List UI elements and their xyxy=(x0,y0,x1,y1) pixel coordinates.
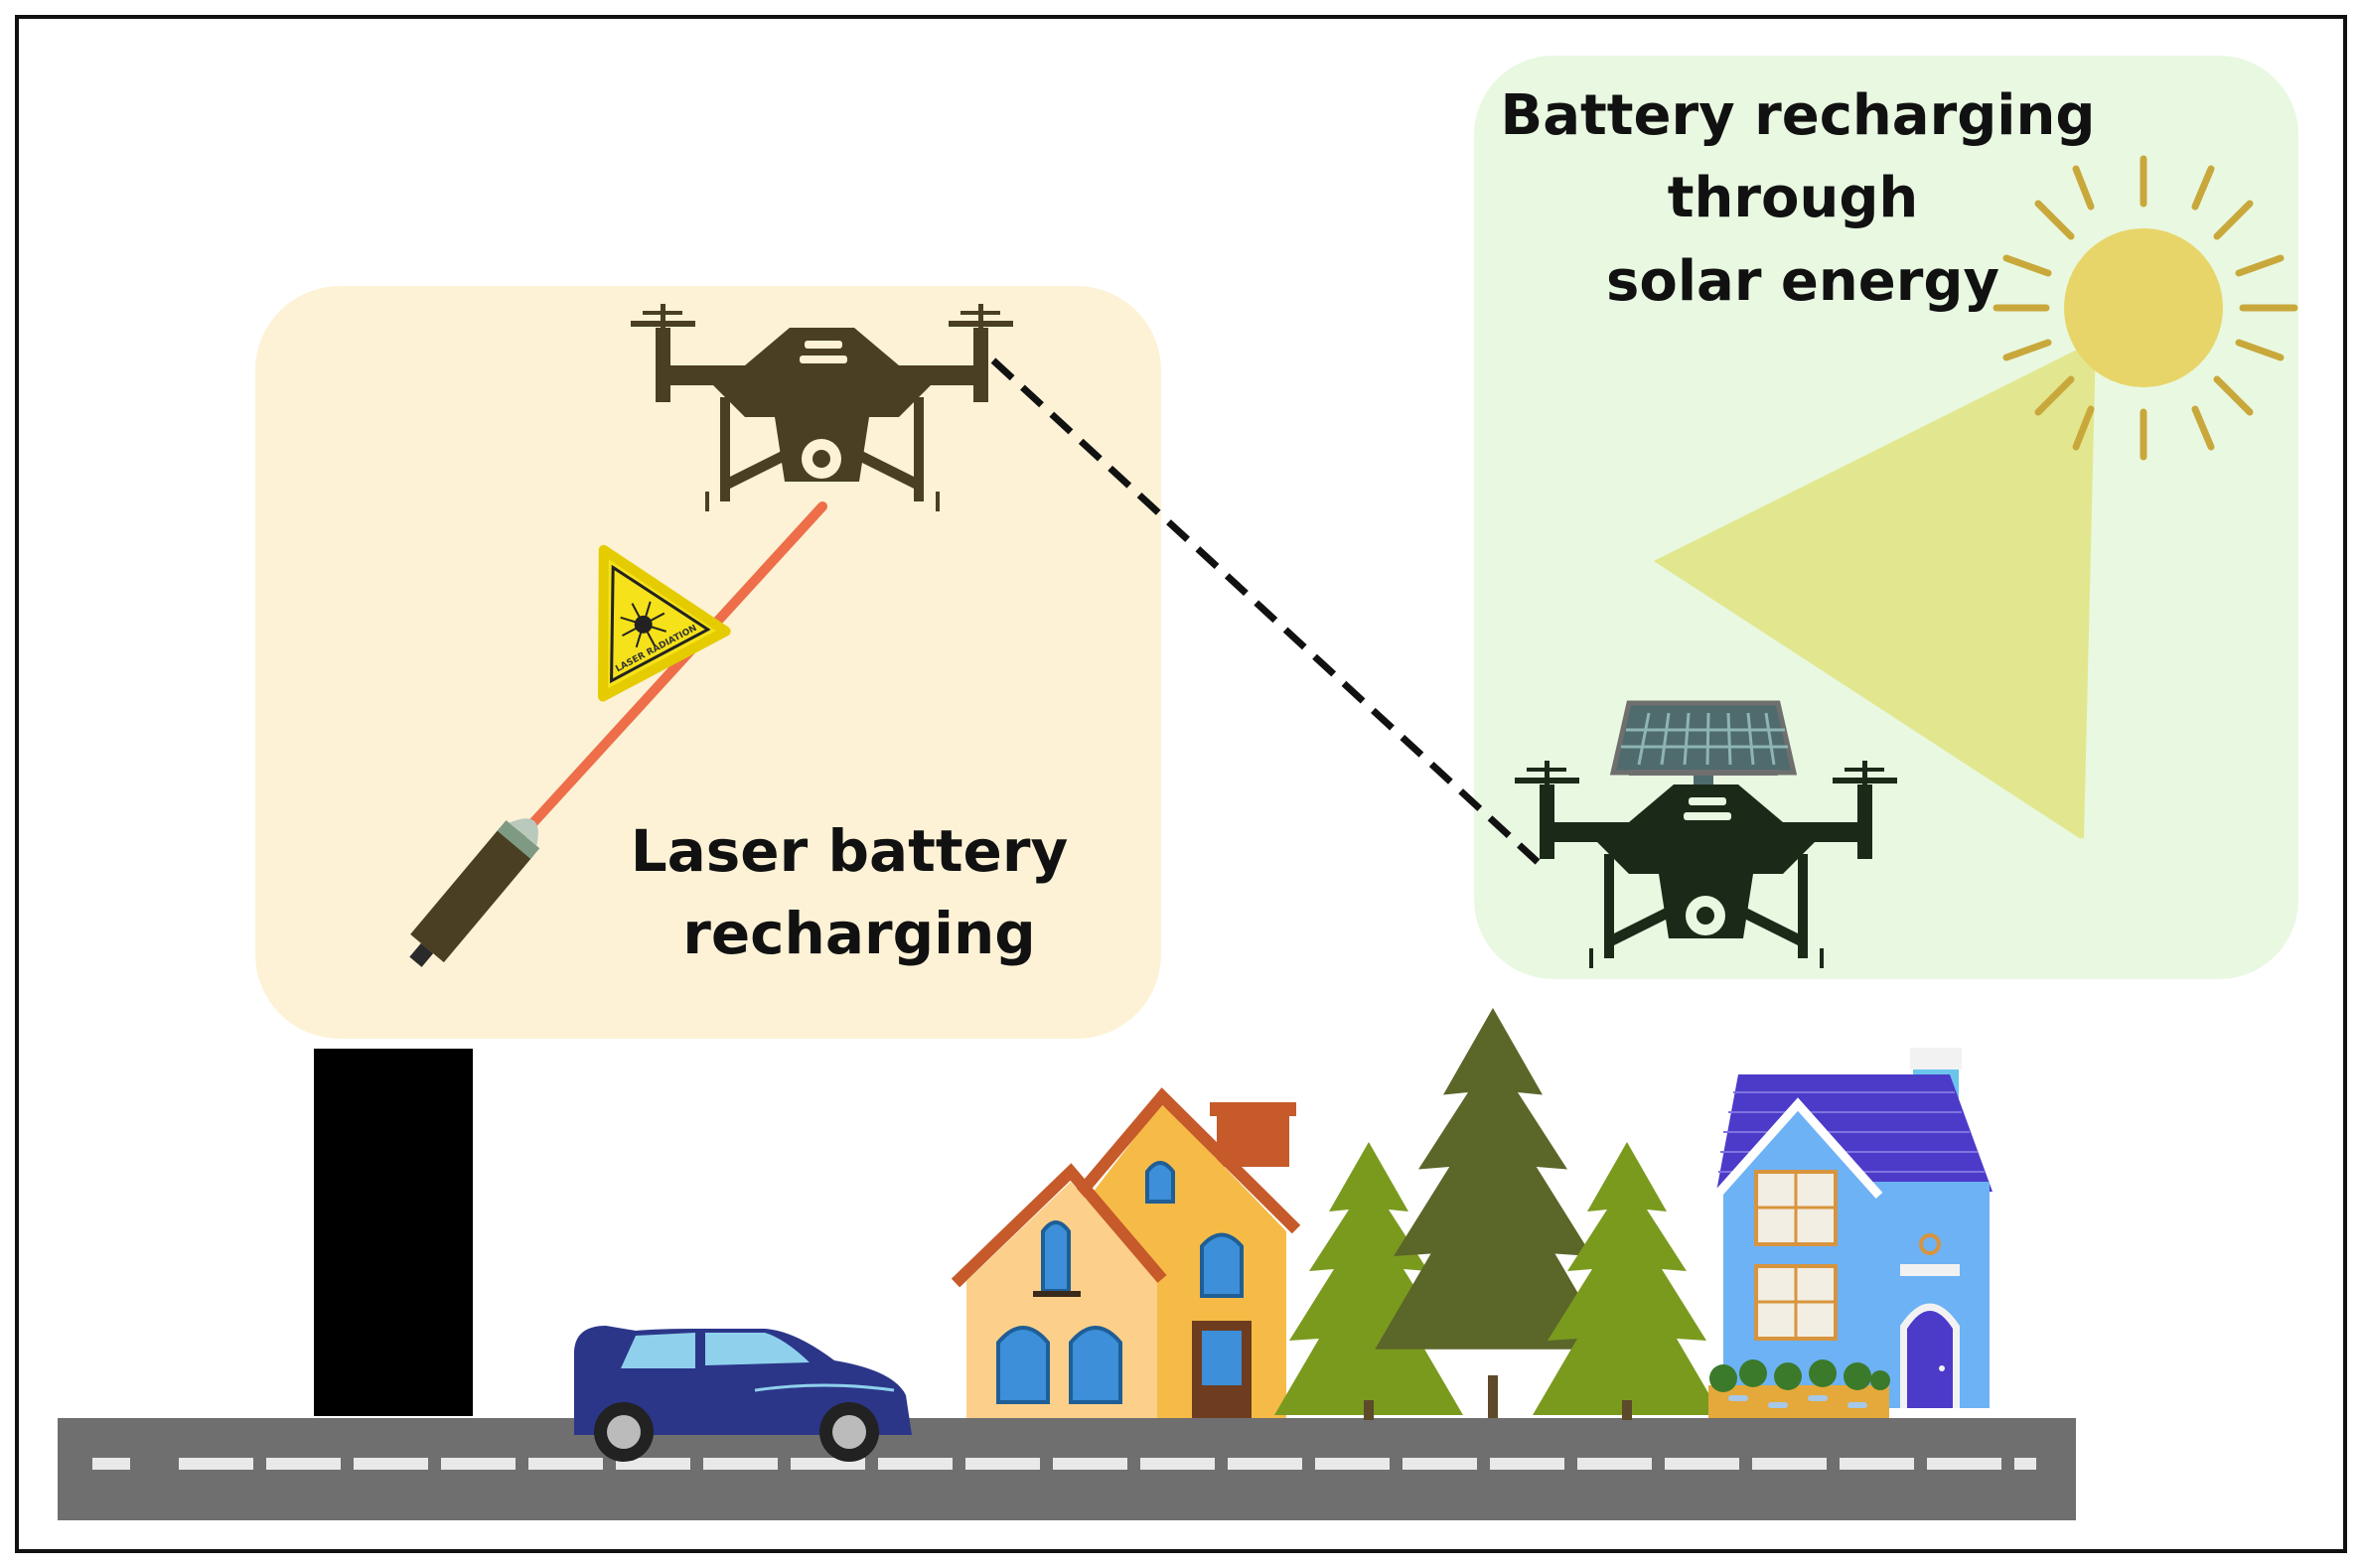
solar-panel-icon xyxy=(1609,700,1798,784)
solar-label-line2: through xyxy=(1668,166,1919,230)
car-icon xyxy=(574,1326,912,1462)
solar-drone-icon xyxy=(1515,700,1897,968)
drone-link-dashed xyxy=(990,357,1541,865)
laser-emitter-icon xyxy=(409,818,540,967)
house-icon xyxy=(951,1087,1301,1418)
laser-label-line2: recharging xyxy=(682,900,1036,967)
laser-tower xyxy=(314,1049,473,1416)
diagram-frame xyxy=(15,15,2347,1553)
sunlight-cone-main xyxy=(1654,343,2096,839)
tree-icon xyxy=(1274,1008,1721,1420)
house-icon-blue xyxy=(1708,1048,1993,1418)
sun-icon xyxy=(1993,155,2298,461)
solar-label-line1: Battery recharging xyxy=(1501,83,2096,148)
solar-label-line3: solar energy xyxy=(1606,249,1999,314)
drone-icon xyxy=(631,304,1013,511)
laser-label-line1: Laser battery xyxy=(631,817,1069,885)
road xyxy=(58,1418,2076,1520)
